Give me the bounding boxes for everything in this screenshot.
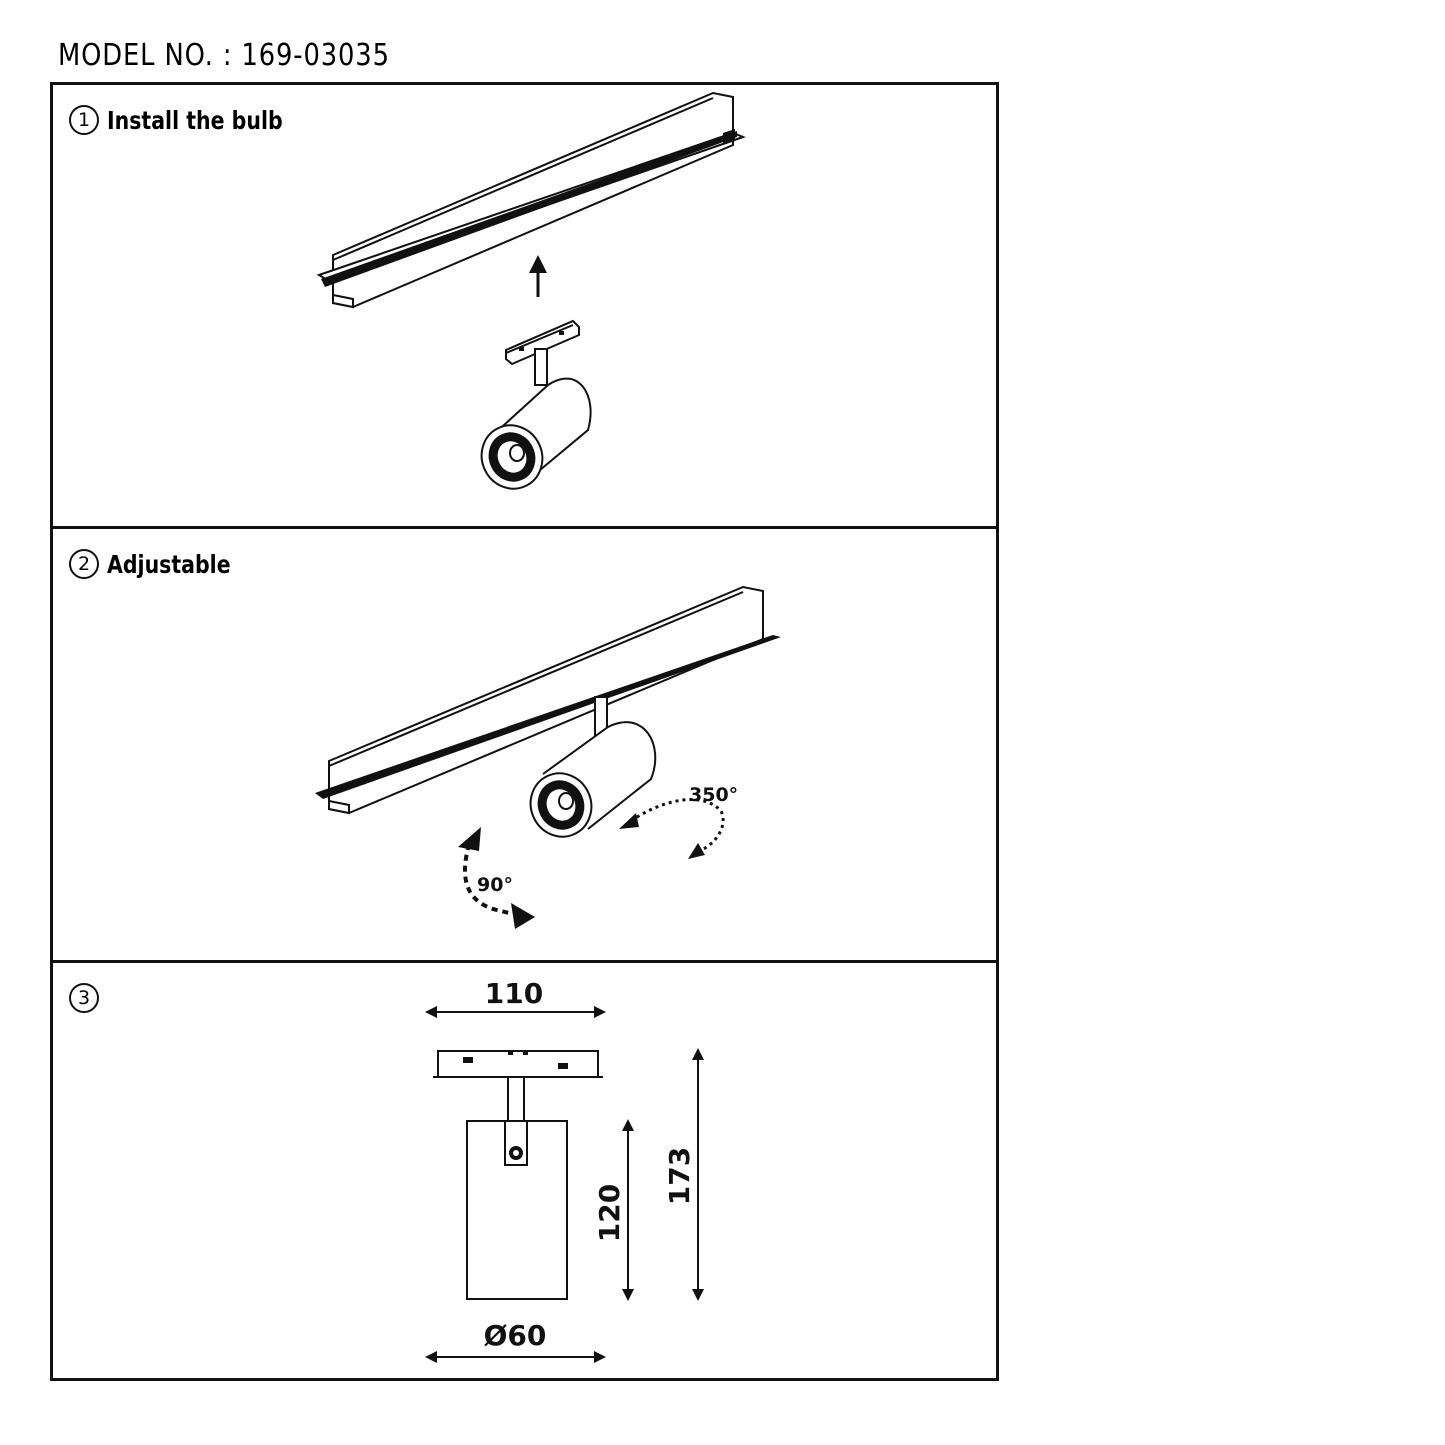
width-dimension xyxy=(425,1006,606,1018)
spotlight xyxy=(529,696,657,838)
diameter-label: Ø60 xyxy=(484,1319,547,1352)
adjust-illustration: 350° 90° xyxy=(315,585,781,929)
rotate-arrowhead-left xyxy=(619,813,639,829)
step-1-heading: 1 Install the bulb xyxy=(69,105,321,135)
rotate-arrowhead-right xyxy=(688,843,705,859)
spotlight xyxy=(480,319,592,490)
step-3-panel: 3 110 xyxy=(50,960,999,1381)
dimension-drawing: 110 Ø60 120 xyxy=(425,977,704,1363)
tilt-angle-label: 90° xyxy=(477,874,513,896)
step-3-number: 3 xyxy=(69,983,99,1013)
width-label: 110 xyxy=(485,977,543,1010)
step-1-title: Install the bulb xyxy=(107,105,283,135)
total-height-label: 173 xyxy=(663,1147,696,1205)
step-1-panel: 1 Install the bulb xyxy=(50,82,999,529)
install-illustration xyxy=(316,91,746,490)
track-rail xyxy=(315,585,781,815)
total-height-dimension xyxy=(692,1048,704,1301)
rotate-arrow-icon xyxy=(630,798,725,853)
rotate-angle-label: 350° xyxy=(689,784,738,806)
step-3-heading: 3 xyxy=(69,983,107,1013)
step-2-panel: 2 Adjustable 350° 90° xyxy=(50,526,999,963)
step-2-number: 2 xyxy=(69,549,99,579)
step-1-number: 1 xyxy=(69,105,99,135)
body-height-dimension xyxy=(622,1119,634,1301)
track-rail xyxy=(316,91,746,309)
adapter-front-view xyxy=(433,1050,603,1300)
body-height-label: 120 xyxy=(593,1184,626,1242)
tilt-arrowhead-top xyxy=(458,827,481,851)
tilt-arrowhead-bottom xyxy=(511,903,535,929)
step-2-heading: 2 Adjustable xyxy=(69,549,258,579)
step-2-title: Adjustable xyxy=(107,549,231,579)
model-number: MODEL NO. : 169-03035 xyxy=(58,38,390,73)
up-arrow-icon xyxy=(529,255,547,297)
diameter-dimension xyxy=(425,1351,606,1363)
